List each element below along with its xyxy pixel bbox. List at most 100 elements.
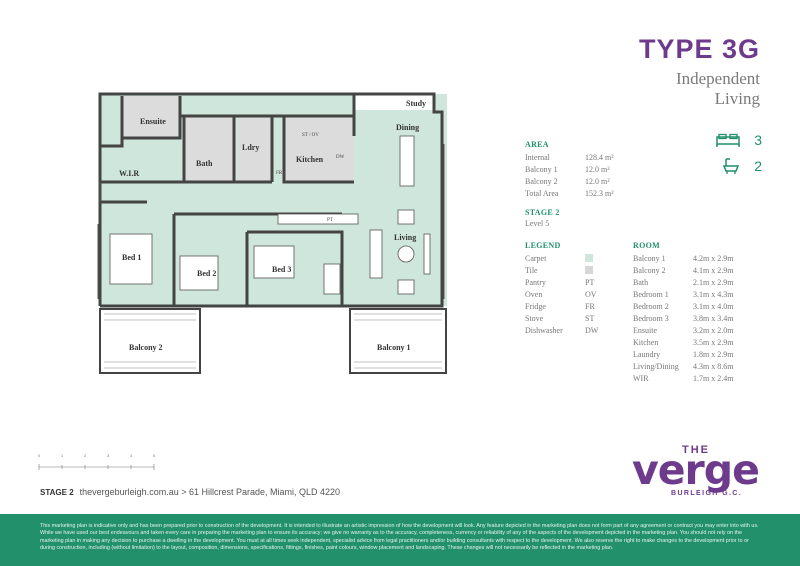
robe bbox=[323, 263, 341, 295]
room-label: Bedroom 3 bbox=[633, 313, 669, 323]
legend-value: ST bbox=[585, 313, 595, 323]
legend-label: Stove bbox=[525, 313, 544, 323]
bedroom-count: 3 bbox=[716, 132, 762, 148]
scale-label: 0 bbox=[38, 453, 41, 458]
balcony-2-area bbox=[99, 308, 201, 374]
room-label: Kitchen bbox=[633, 337, 659, 347]
windows bbox=[97, 144, 445, 299]
legend-label: Dishwasher bbox=[525, 325, 563, 335]
room-ensuite: Ensuite bbox=[140, 117, 166, 126]
room-row: Balcony 2 4.1m x 2.9m bbox=[633, 264, 733, 276]
stage-level: Level 5 bbox=[525, 218, 550, 228]
bath-tile bbox=[184, 116, 234, 182]
legend-row: Stove ST bbox=[525, 312, 629, 324]
area-row: Total Area 152.3 m² bbox=[525, 187, 629, 199]
room-label: Balcony 2 bbox=[633, 265, 666, 275]
balcony-decking bbox=[104, 313, 442, 369]
disclaimer-text: This marketing plan is indicative only a… bbox=[40, 523, 759, 552]
area-value: 152.3 m² bbox=[585, 188, 614, 198]
logo-sub: BURLEIGH G.C. bbox=[671, 490, 743, 497]
area-label: Balcony 2 bbox=[525, 176, 558, 186]
room-label: Bedroom 1 bbox=[633, 289, 669, 299]
scale-label: 5 bbox=[153, 453, 156, 458]
area-value: 12.0 m² bbox=[585, 164, 610, 174]
room-row: Bedroom 1 3.1m x 4.3m bbox=[633, 288, 733, 300]
legend-value: DW bbox=[585, 325, 599, 335]
legend-heading: LEGEND bbox=[525, 241, 561, 250]
stage-heading: STAGE 2 bbox=[525, 208, 560, 217]
scale-label: 3 bbox=[107, 453, 110, 458]
room-label: Ensuite bbox=[633, 325, 657, 335]
room-value: 4.3m x 8.6m bbox=[693, 361, 734, 371]
legend-value: FR bbox=[585, 301, 595, 311]
bathroom-count-value: 2 bbox=[754, 158, 762, 174]
room-value: 4.1m x 2.9m bbox=[693, 265, 734, 275]
unit-subtitle: Independent Living bbox=[676, 69, 760, 109]
legend-row: Dishwasher DW bbox=[525, 324, 629, 336]
scale-label: 4 bbox=[130, 453, 133, 458]
furniture bbox=[109, 135, 431, 295]
scale-label: 2 bbox=[84, 453, 87, 458]
room-value: 1.8m x 2.9m bbox=[693, 349, 734, 359]
room-value: 3.1m x 4.3m bbox=[693, 289, 734, 299]
coffee-table bbox=[397, 245, 415, 263]
kitchen-tile bbox=[284, 116, 354, 182]
bed-icon bbox=[716, 133, 740, 147]
room-value: 3.2m x 2.0m bbox=[693, 325, 734, 335]
area-value: 128.4 m² bbox=[585, 152, 614, 162]
legend-label: Tile bbox=[525, 265, 538, 275]
dining-table bbox=[399, 135, 415, 187]
room-living: Living bbox=[394, 233, 416, 242]
room-bath: Bath bbox=[196, 159, 213, 168]
room-row: Laundry 1.8m x 2.9m bbox=[633, 348, 733, 360]
scale-label: 1 bbox=[61, 453, 64, 458]
pantry-unit bbox=[277, 213, 359, 225]
legend-row: Tile bbox=[525, 264, 629, 276]
legend-label: Oven bbox=[525, 289, 543, 299]
room-row: Bedroom 3 3.8m x 3.4m bbox=[633, 312, 733, 324]
room-heading: ROOM bbox=[633, 241, 660, 250]
room-value: 3.1m x 4.0m bbox=[693, 301, 734, 311]
room-kitchen: Kitchen bbox=[296, 155, 324, 164]
room-label: Laundry bbox=[633, 349, 661, 359]
room-study: Study bbox=[406, 99, 426, 108]
bathroom-count: 2 bbox=[722, 157, 762, 175]
subtitle-line-1: Independent bbox=[675, 69, 760, 88]
floor-plan: Ensuite Bath Ldry Kitchen Study Dining W… bbox=[97, 92, 447, 374]
room-bed-3: Bed 3 bbox=[272, 265, 291, 274]
logo-the: THE bbox=[682, 444, 710, 456]
room-dining: Dining bbox=[396, 123, 419, 132]
subtitle-line-2: Living bbox=[714, 89, 760, 108]
room-value: 3.8m x 3.4m bbox=[693, 313, 734, 323]
fixture-pantry: PT bbox=[327, 218, 333, 223]
room-row: Living/Dining 4.3m x 8.6m bbox=[633, 360, 733, 372]
room-wir: W.I.R bbox=[119, 169, 139, 178]
fixture-fridge: FR bbox=[276, 171, 283, 176]
unit-type-title: TYPE 3G bbox=[638, 34, 760, 64]
fixture-stove-oven: ST / OV bbox=[302, 133, 319, 138]
bedroom-count-value: 3 bbox=[754, 132, 762, 148]
laundry-tile bbox=[238, 116, 272, 182]
tile-swatch bbox=[585, 266, 593, 274]
bed-3 bbox=[253, 245, 295, 279]
address-stage: STAGE 2 bbox=[40, 488, 74, 497]
room-label: Living/Dining bbox=[633, 361, 679, 371]
area-label: Total Area bbox=[525, 188, 559, 198]
legend-value: PT bbox=[585, 277, 595, 287]
armchair bbox=[397, 279, 415, 295]
logo-name: verge bbox=[632, 446, 760, 494]
balcony-1-area bbox=[349, 308, 447, 374]
room-bed-1: Bed 1 bbox=[122, 253, 141, 262]
room-balcony-1: Balcony 1 bbox=[377, 343, 411, 352]
